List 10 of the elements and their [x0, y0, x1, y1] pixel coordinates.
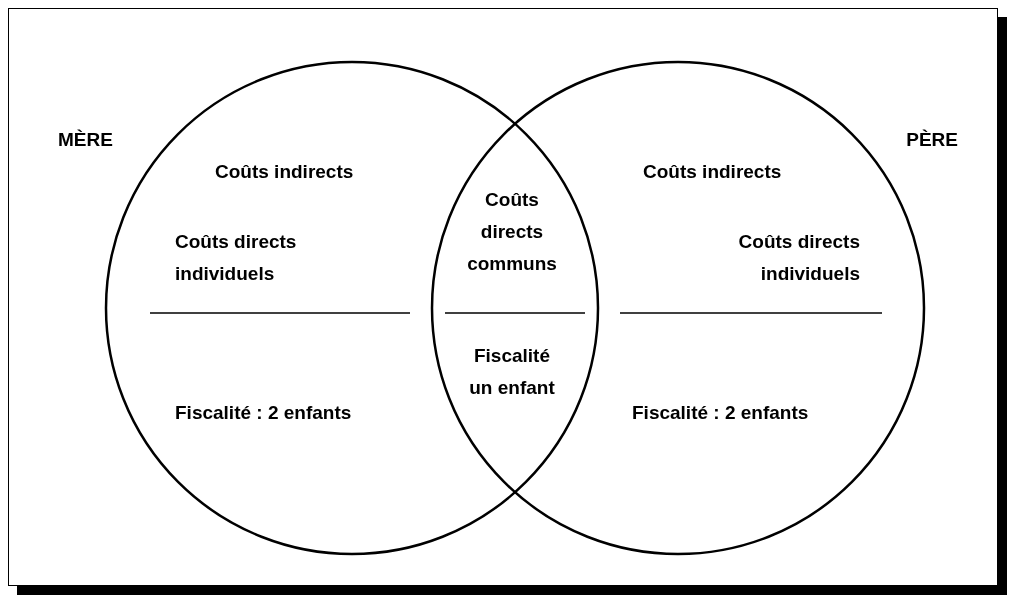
- tax-label: Fiscalité : 2 enfants: [175, 401, 353, 425]
- cost-label: Coûts indirects: [643, 160, 783, 184]
- tax-label: Fiscalité un enfant: [468, 344, 556, 400]
- cost-label: Coûts directs communs: [466, 188, 558, 276]
- cost-label: Coûts indirects: [215, 160, 355, 184]
- parent-heading: PÈRE: [905, 128, 958, 152]
- cost-label: Coûts directs individuels: [175, 230, 298, 286]
- parent-heading: MÈRE: [58, 128, 114, 152]
- cost-label: Coûts directs individuels: [737, 230, 860, 286]
- tax-label: Fiscalité : 2 enfants: [632, 401, 810, 425]
